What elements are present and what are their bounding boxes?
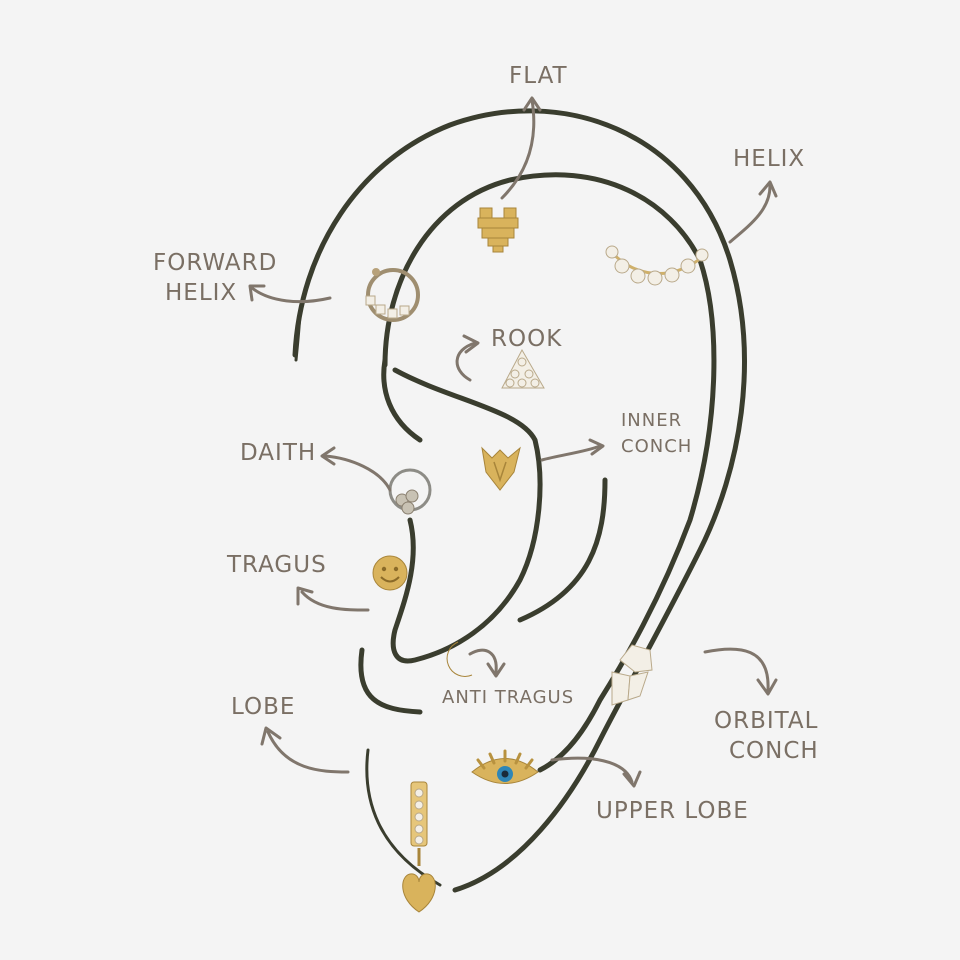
daith-arrowhead xyxy=(320,446,336,466)
label-anti-tragus: ANTI TRAGUS xyxy=(442,687,574,708)
lobe-arrowhead xyxy=(260,726,282,746)
flat-arrow xyxy=(500,98,536,200)
forward-helix-arrow xyxy=(250,286,332,304)
ear-antihelix-left xyxy=(381,357,423,443)
arrows xyxy=(248,96,778,788)
forward-helix-arrowhead xyxy=(248,284,266,302)
label-forward-helix-line2: HELIX xyxy=(165,280,237,306)
inner-conch-arrowhead xyxy=(588,438,605,456)
daith-arrow xyxy=(323,454,392,492)
upper-lobe-arrowhead xyxy=(622,770,642,788)
label-tragus: TRAGUS xyxy=(226,552,327,578)
ear-antihelix xyxy=(390,367,543,664)
jewelry xyxy=(365,207,709,913)
ear-forward-helix-line xyxy=(294,308,302,362)
ear-helix-fold xyxy=(382,172,717,773)
inner-conch-stud xyxy=(481,446,521,491)
label-inner-conch-line2: CONCH xyxy=(621,436,692,457)
orbital-conch-arrow xyxy=(703,647,770,692)
pixel-heart-stud xyxy=(477,207,519,253)
label-orbital-conch-line2: CONCH xyxy=(729,738,819,764)
label-daith: DAITH xyxy=(240,440,316,466)
moon-stud xyxy=(446,641,473,677)
label-upper-lobe: UPPER LOBE xyxy=(596,798,749,824)
ear-concha-wall xyxy=(517,477,608,623)
orbital-conch-arrowhead xyxy=(756,678,778,696)
rook-arrow xyxy=(455,341,477,382)
label-flat: FLAT xyxy=(509,63,568,89)
label-rook: ROOK xyxy=(491,326,562,352)
upper-lobe-arrow xyxy=(550,756,634,784)
orbital-conch-cluster xyxy=(611,644,653,706)
evil-eye-stud xyxy=(471,749,539,784)
lobe-heart-dangle xyxy=(402,781,436,913)
tragus-arrow xyxy=(300,590,370,612)
inner-conch-arrow xyxy=(540,444,602,462)
label-orbital-conch-line1: ORBITAL xyxy=(714,708,818,734)
ear-lobe-line xyxy=(365,748,442,887)
labels: FLAT HELIX FORWARD HELIX ROOK INNER CONC… xyxy=(153,63,819,824)
ear-outer-rim xyxy=(292,108,747,893)
tragus-arrowhead xyxy=(296,586,314,606)
flat-arrowhead xyxy=(522,96,542,112)
label-helix: HELIX xyxy=(733,146,805,172)
forward-helix-ring xyxy=(365,268,420,322)
label-forward-helix-line1: FORWARD xyxy=(153,250,277,276)
helix-stone-bar xyxy=(605,245,709,286)
label-lobe: LOBE xyxy=(231,694,295,720)
daith-hoop xyxy=(388,468,432,515)
label-inner-conch-line1: INNER xyxy=(621,410,682,431)
lobe-arrow xyxy=(266,730,350,774)
rook-arrowhead xyxy=(462,334,480,354)
ear-outline xyxy=(292,108,747,893)
helix-arrow xyxy=(728,184,772,244)
rook-triangle-stud xyxy=(501,348,545,389)
ear-tragus xyxy=(358,647,423,715)
anti-tragus-arrowhead xyxy=(486,662,506,678)
anti-tragus-arrow xyxy=(468,648,498,674)
helix-arrowhead xyxy=(758,180,778,198)
smiley-stud xyxy=(372,555,408,591)
